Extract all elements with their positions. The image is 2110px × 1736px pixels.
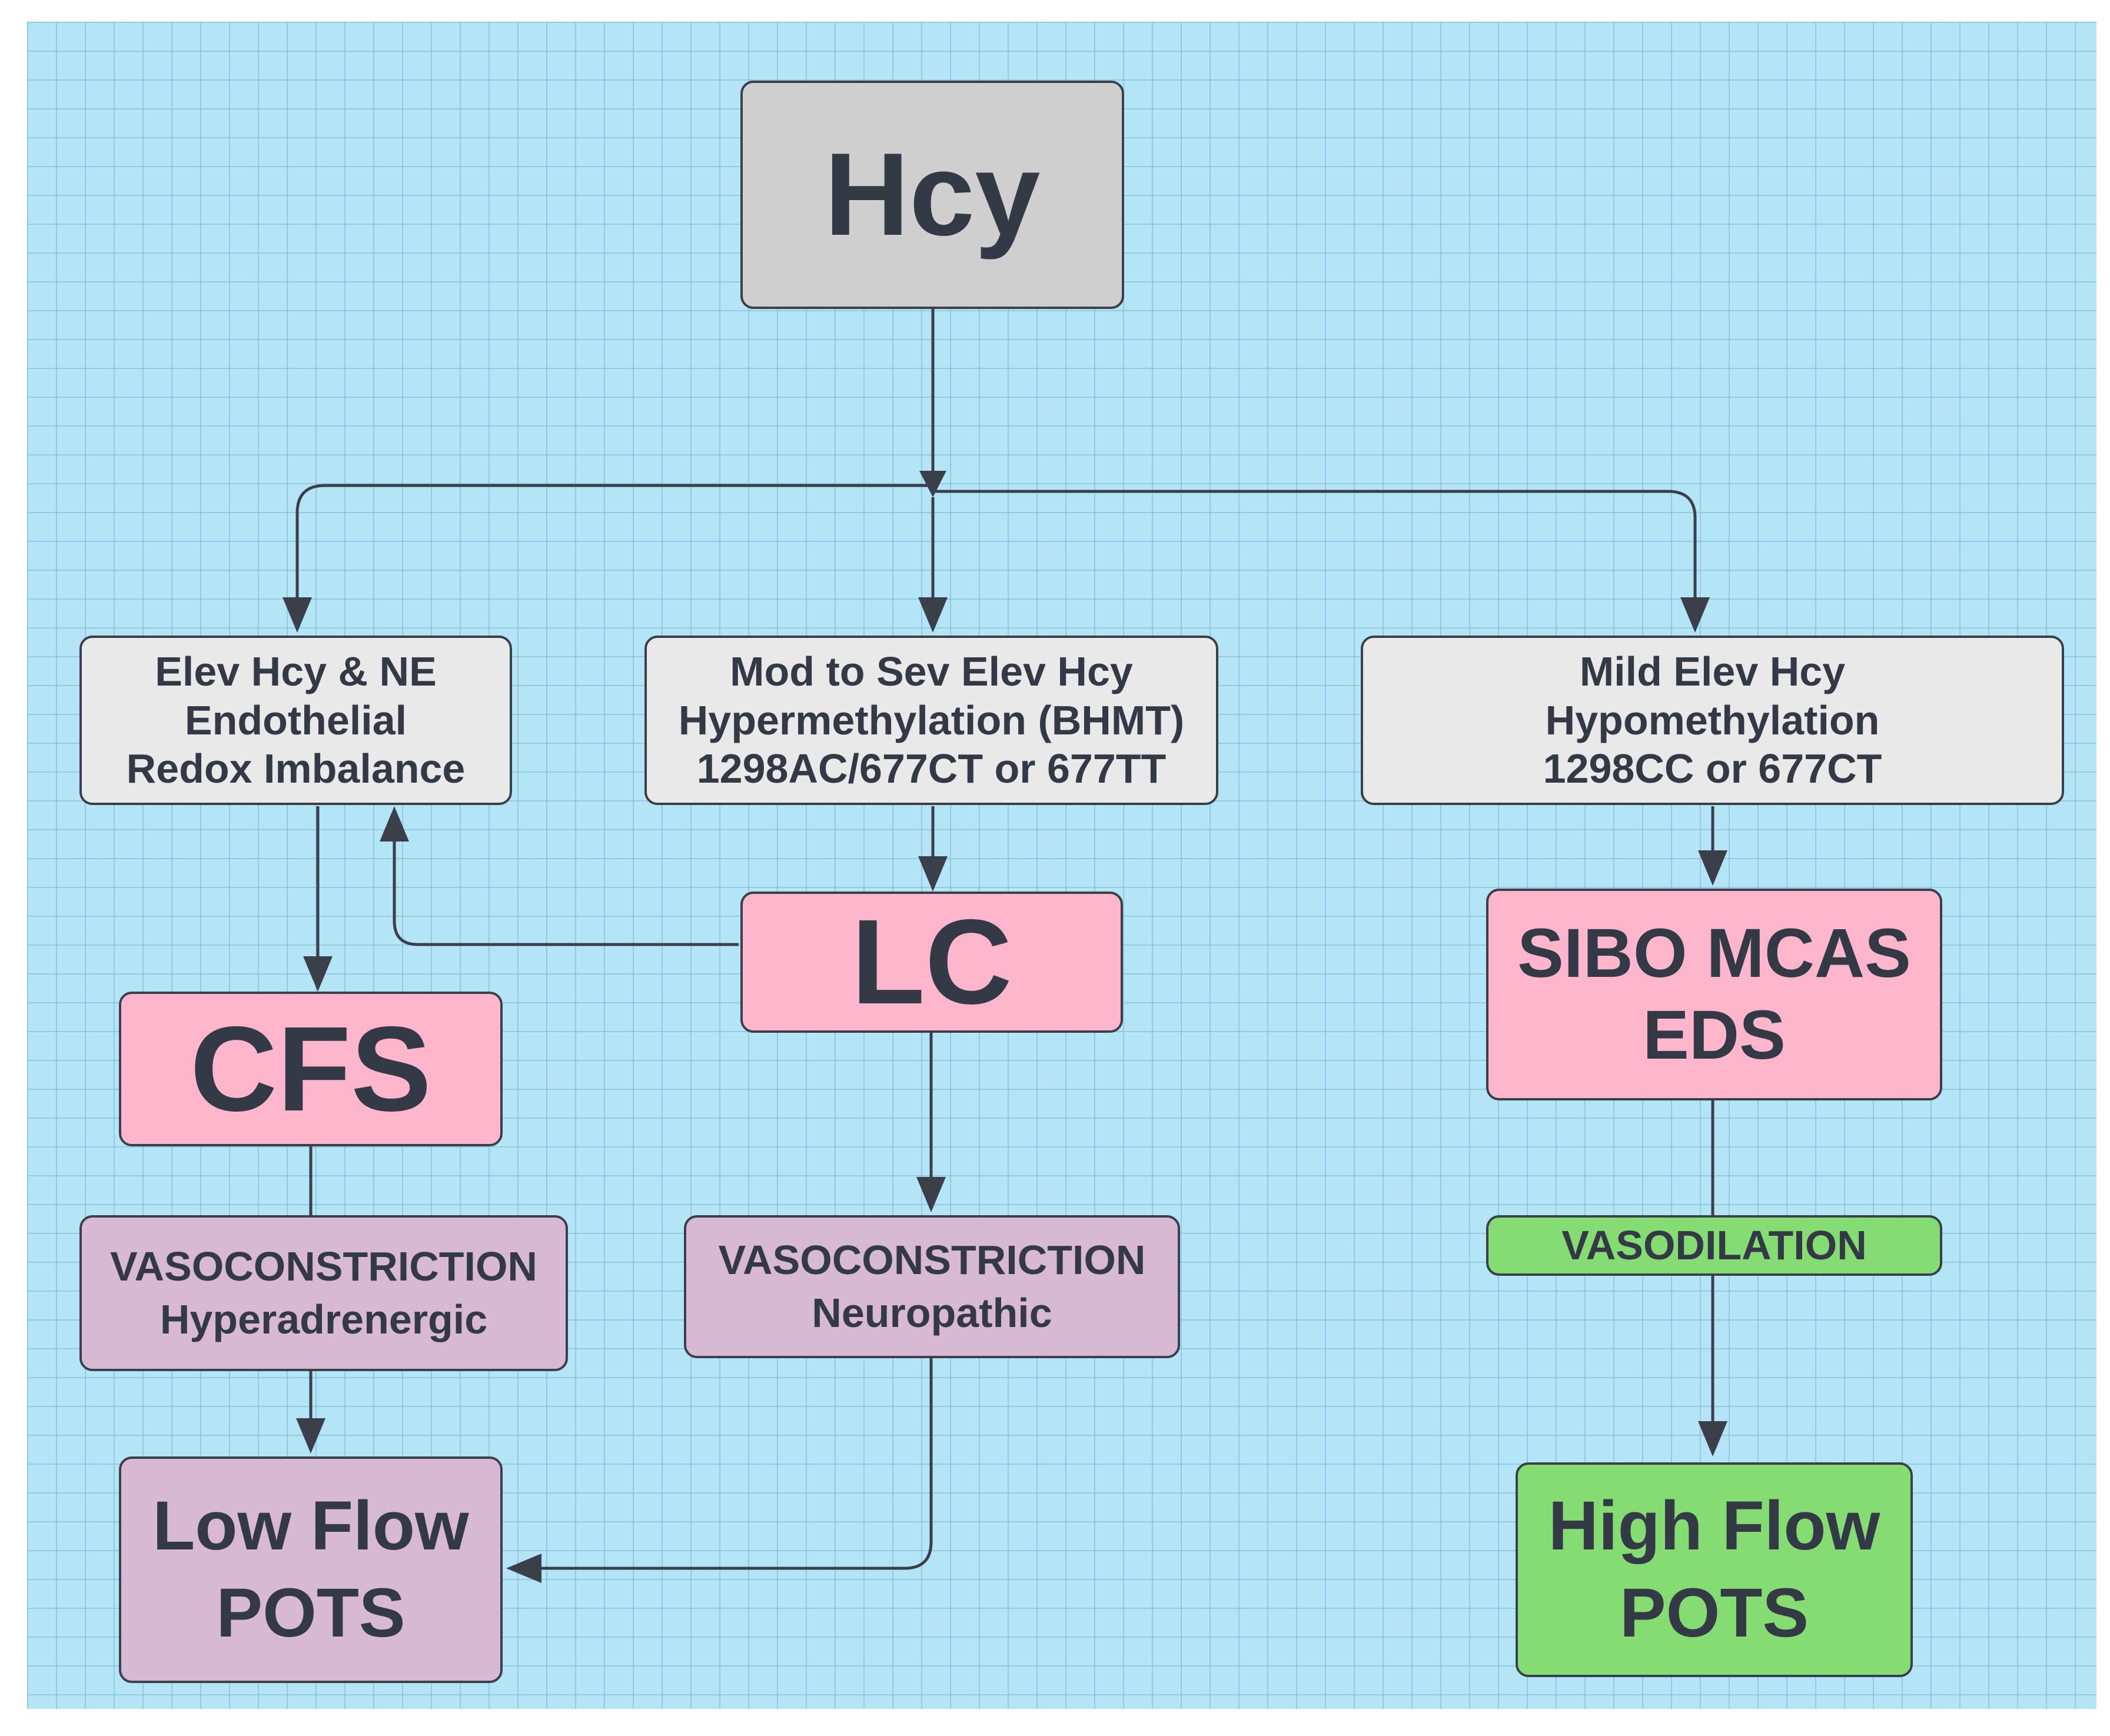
arrowhead-left-category xyxy=(283,597,312,633)
arrowhead-redox xyxy=(380,806,409,842)
node-lc-label: LC xyxy=(851,894,1012,1030)
node-vaso-neuro-line-1: VASOCONSTRICTION xyxy=(718,1236,1146,1283)
node-lc: LC xyxy=(740,892,1123,1033)
node-elev-hcy-ne-line-2: Endothelial xyxy=(184,697,407,743)
node-mild-elev-hcy: Mild Elev Hcy Hypomethylation 1298CC or … xyxy=(1361,636,2064,805)
node-vasodilation-label: VASODILATION xyxy=(1561,1222,1867,1269)
node-high-flow-line-1: High Flow xyxy=(1548,1487,1880,1565)
node-vasodilation: VASODILATION xyxy=(1486,1215,1942,1276)
node-mild-elev-hcy-line-2: Hypomethylation xyxy=(1545,697,1880,743)
arrowhead-right-category xyxy=(1680,597,1710,633)
node-hcy: Hcy xyxy=(740,81,1124,309)
arrowhead-low-flow-from-lc xyxy=(506,1554,541,1583)
node-mild-elev-hcy-line-1: Mild Elev Hcy xyxy=(1579,648,1846,695)
node-elev-hcy-ne-line-3: Redox Imbalance xyxy=(126,746,466,792)
node-vasoconstriction-hyperadrenergic: VASOCONSTRICTION Hyperadrenergic xyxy=(79,1215,568,1371)
edge-junction-to-left-category xyxy=(295,484,933,618)
node-low-flow-line-2: POTS xyxy=(216,1574,406,1652)
edge-junction-to-right-category xyxy=(933,490,1697,618)
node-hcy-label: Hcy xyxy=(824,129,1041,260)
node-sibo-mcas-eds: SIBO MCAS EDS xyxy=(1486,889,1942,1100)
node-mod-sev-elev-hcy-line-2: Hypermethylation (BHMT) xyxy=(678,697,1185,743)
arrowhead-middle-category xyxy=(918,597,948,633)
node-mild-elev-hcy-line-3: 1298CC or 677CT xyxy=(1543,746,1882,792)
node-high-flow-line-2: POTS xyxy=(1619,1574,1809,1652)
node-mod-sev-elev-hcy: Mod to Sev Elev Hcy Hypermethylation (BH… xyxy=(644,636,1218,805)
arrowhead-sibo xyxy=(1698,850,1727,886)
node-mod-sev-elev-hcy-line-3: 1298AC/677CT or 677TT xyxy=(696,746,1167,792)
node-sibo-line-1: SIBO MCAS xyxy=(1517,914,1911,992)
node-mod-sev-elev-hcy-line-1: Mod to Sev Elev Hcy xyxy=(730,648,1133,695)
edge-vaso-neuro-to-low-flow xyxy=(524,1358,933,1570)
arrowhead-cfs xyxy=(303,956,333,992)
node-vasoconstriction-neuropathic: VASOCONSTRICTION Neuropathic xyxy=(684,1215,1180,1358)
arrowhead-low-flow xyxy=(296,1418,325,1454)
node-sibo-line-2: EDS xyxy=(1643,996,1786,1074)
node-cfs-label: CFS xyxy=(190,1001,431,1136)
arrowhead-high-flow xyxy=(1698,1421,1727,1456)
node-low-flow-line-1: Low Flow xyxy=(152,1487,469,1565)
node-vaso-neuro-line-2: Neuropathic xyxy=(812,1289,1052,1336)
arrowhead-vaso-neuro xyxy=(916,1177,946,1212)
node-vaso-hyper-line-1: VASOCONSTRICTION xyxy=(110,1243,537,1289)
edge-lc-to-left-category xyxy=(393,830,739,946)
node-elev-hcy-ne-line-1: Elev Hcy & NE xyxy=(155,648,437,695)
node-cfs: CFS xyxy=(119,992,503,1146)
node-elev-hcy-ne: Elev Hcy & NE Endothelial Redox Imbalanc… xyxy=(79,636,512,805)
node-vaso-hyper-line-2: Hyperadrenergic xyxy=(160,1296,488,1342)
node-low-flow-pots: Low Flow POTS xyxy=(119,1456,503,1683)
arrowhead-lc xyxy=(918,856,948,892)
node-high-flow-pots: High Flow POTS xyxy=(1516,1462,1913,1677)
